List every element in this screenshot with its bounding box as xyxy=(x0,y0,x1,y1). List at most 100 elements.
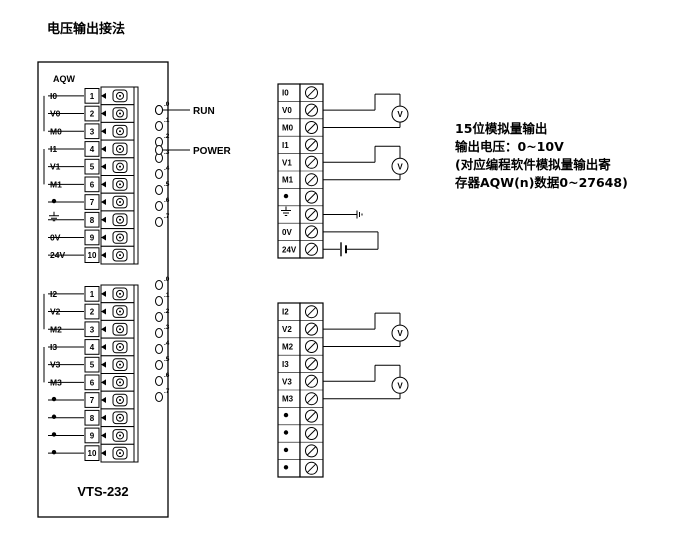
screw-slot xyxy=(307,446,316,456)
dot-icon xyxy=(51,198,57,204)
led-indicator xyxy=(155,121,163,131)
led-number: .3 xyxy=(164,324,170,331)
pin-signal-label: I1 xyxy=(50,144,57,154)
connector-tab-icon xyxy=(101,414,106,421)
led-number: .6 xyxy=(164,372,170,379)
connector-tab-icon xyxy=(101,432,106,439)
led-number: .7 xyxy=(164,388,170,395)
terminal-label: I1 xyxy=(282,141,289,150)
module-header-label: AQW xyxy=(53,74,76,84)
voltmeter-label: V xyxy=(397,329,403,338)
pin-number: 3 xyxy=(90,325,95,334)
pin-signal-label: M1 xyxy=(50,179,62,189)
pin-number-box xyxy=(84,158,100,175)
screw-center xyxy=(119,94,121,97)
pin-number: 10 xyxy=(88,449,97,458)
connector-tab-icon xyxy=(101,181,106,188)
pin-number-box xyxy=(84,427,100,444)
screw-slot xyxy=(307,88,316,98)
pin-number-box xyxy=(84,194,100,210)
pin-number: 10 xyxy=(88,251,97,260)
pin-signal-label: V0 xyxy=(50,109,61,119)
connector-tab-icon xyxy=(101,308,106,315)
led-number: .2 xyxy=(164,133,170,140)
screw-slot xyxy=(307,244,316,254)
pin-number-box xyxy=(84,286,100,302)
pin-number-box xyxy=(84,303,100,320)
connector-tab-icon xyxy=(101,397,106,404)
screw-slot xyxy=(307,463,316,473)
screw-center xyxy=(119,292,121,295)
led-number: .3 xyxy=(164,149,170,156)
pin-signal-label: M0 xyxy=(50,126,62,136)
dot-icon xyxy=(283,193,289,199)
connector-tab-icon xyxy=(101,92,106,99)
status-led-label: POWER xyxy=(193,146,232,157)
terminal-label: M0 xyxy=(282,124,294,133)
pin-signal-label: M2 xyxy=(50,324,62,334)
led-indicator xyxy=(155,217,163,227)
led-number: .5 xyxy=(164,181,170,188)
terminal-label: V1 xyxy=(282,158,292,167)
led-indicator xyxy=(155,392,163,402)
pin-signal-label: V1 xyxy=(50,162,61,172)
terminal-label: V0 xyxy=(282,106,292,115)
led-indicator xyxy=(155,328,163,338)
pin-number: 2 xyxy=(90,110,95,119)
connector-tab-icon xyxy=(101,343,106,350)
status-led xyxy=(155,105,163,115)
pin-number-box xyxy=(84,409,100,426)
pin-number: 9 xyxy=(90,431,95,440)
pin-signal-label: V3 xyxy=(50,360,61,370)
dot-icon xyxy=(51,396,57,402)
led-indicator xyxy=(155,312,163,322)
pin-number: 4 xyxy=(90,343,95,352)
pin-number: 8 xyxy=(90,216,95,225)
terminal-label: M3 xyxy=(282,395,294,404)
pin-signal-label: I0 xyxy=(50,91,57,101)
screw-slot xyxy=(307,394,316,404)
pin-signal-label: M3 xyxy=(50,377,62,387)
screw-center xyxy=(119,183,121,186)
led-indicator xyxy=(155,360,163,370)
led-indicator xyxy=(155,376,163,386)
pin-number: 7 xyxy=(90,396,95,405)
status-led-label: RUN xyxy=(193,106,215,117)
pin-signal-label: I2 xyxy=(50,289,57,299)
connector-tab-icon xyxy=(101,163,106,170)
terminal-label: I3 xyxy=(282,360,289,369)
pin-number-box xyxy=(84,392,100,408)
screw-center xyxy=(119,381,121,384)
screw-slot xyxy=(307,411,316,421)
dot-icon xyxy=(283,430,289,435)
screw-slot xyxy=(307,123,316,132)
pin-number: 7 xyxy=(90,198,95,207)
pin-number: 6 xyxy=(90,180,95,189)
led-indicator xyxy=(155,169,163,179)
pin-number: 5 xyxy=(90,163,95,172)
led-indicator xyxy=(155,344,163,354)
screw-slot xyxy=(307,192,316,202)
dot-icon xyxy=(51,432,57,437)
voltmeter-label: V xyxy=(397,110,403,119)
diagram-title: 电压输出接法 xyxy=(47,22,126,37)
screw-slot xyxy=(307,105,316,115)
pin-number: 9 xyxy=(90,233,95,242)
pin-number: 1 xyxy=(90,92,95,101)
screw-center xyxy=(119,416,121,419)
screw-slot xyxy=(307,307,316,317)
voltmeter-label: V xyxy=(397,162,403,171)
screw-slot xyxy=(307,429,316,438)
screw-center xyxy=(119,218,121,221)
terminal-label: I0 xyxy=(282,89,289,98)
screw-center xyxy=(119,399,121,402)
screw-slot xyxy=(307,175,316,185)
led-indicator xyxy=(155,185,163,195)
connector-rail xyxy=(133,86,139,265)
pin-number-box xyxy=(84,211,100,228)
screw-center xyxy=(119,310,121,313)
dot-icon xyxy=(283,447,289,453)
led-number: .2 xyxy=(164,308,170,315)
pin-number-box xyxy=(84,88,100,104)
pin-number-box xyxy=(84,105,100,122)
